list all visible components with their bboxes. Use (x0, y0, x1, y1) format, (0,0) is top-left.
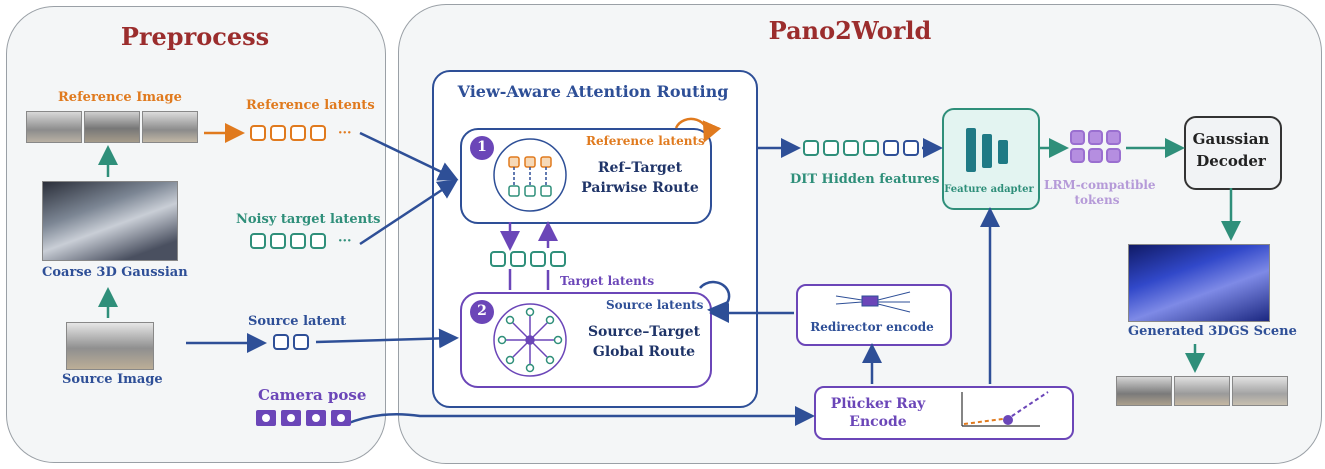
dit-token (903, 140, 919, 156)
reference-latents-label: Reference latents (246, 98, 375, 113)
dit-token (823, 140, 839, 156)
reference-image-1 (26, 111, 82, 143)
route2-self-loop (699, 280, 731, 321)
dit-token (843, 140, 859, 156)
output-image-1 (1116, 376, 1172, 406)
coarse-gaussian-image (42, 181, 178, 261)
noisy-latent-token (290, 233, 306, 249)
generated-3dgs-image (1128, 244, 1270, 322)
route2-title-line2: Global Route (592, 344, 696, 360)
route2-latents-label: Source latents (606, 298, 704, 312)
source-latent-label: Source latent (248, 314, 347, 329)
route1-self-loop (674, 117, 722, 143)
target-latent-token (510, 251, 526, 267)
source-latent-token (293, 334, 309, 350)
plucker-label-line1: Plücker Ray (830, 396, 926, 412)
ref-latent-token (270, 125, 286, 141)
pairwise-route-icon (493, 138, 567, 212)
lrm-token (1106, 130, 1121, 145)
gaussian-decoder-line1: Gaussian (1192, 130, 1270, 148)
generated-scene-label: Generated 3DGS Scene (1128, 324, 1297, 339)
source-image-label: Source Image (62, 372, 163, 387)
source-latent-token (273, 334, 289, 350)
camera-to-plucker-arrow (345, 406, 815, 426)
lrm-token (1088, 130, 1103, 145)
ref-latent-token (290, 125, 306, 141)
route1-badge-num: 1 (477, 139, 487, 155)
ref-latent-token (250, 125, 266, 141)
noisy-latent-token (250, 233, 266, 249)
plucker-label-line2: Encode (849, 414, 907, 430)
camera-pose-icons (256, 410, 351, 426)
lrm-token (1106, 148, 1121, 163)
dit-token (863, 140, 879, 156)
plucker-plot-icon (961, 391, 1049, 427)
redirector-box (796, 284, 952, 346)
noisy-latent-token (310, 233, 326, 249)
output-image-2 (1174, 376, 1230, 406)
target-latent-token (490, 251, 506, 267)
pano2world-title: Pano2World (768, 16, 932, 45)
dit-token (883, 140, 899, 156)
output-image-3 (1232, 376, 1288, 406)
preprocess-title: Preprocess (120, 22, 270, 51)
route2-badge-num: 2 (477, 303, 487, 319)
route1-badge (470, 136, 494, 160)
noisy-ellipsis: ··· (338, 234, 352, 249)
lrm-label-line2: tokens (1074, 193, 1120, 207)
dit-token (803, 140, 819, 156)
global-route-icon (493, 303, 567, 377)
camera-pose-label: Camera pose (258, 386, 367, 404)
gaussian-decoder-box (1184, 116, 1282, 190)
reference-image-2 (84, 111, 140, 143)
route1-title-line2: Pairwise Route (581, 180, 699, 196)
ref-latent-token (310, 125, 326, 141)
feature-adapter-label: Feature adapter (944, 184, 1034, 195)
coarse-gaussian-label: Coarse 3D Gaussian (42, 265, 188, 280)
target-latent-token (530, 251, 546, 267)
reference-image-label: Reference Image (58, 90, 182, 105)
route1-latents-label: Reference latents (586, 134, 705, 148)
noisy-latent-token (270, 233, 286, 249)
source-latent-to-route2 (315, 328, 459, 349)
target-latent-token (550, 251, 566, 267)
route2-title-line1: Source–Target (587, 324, 701, 340)
noisy-target-latents-label: Noisy target latents (236, 212, 381, 227)
adapter-bars-icon (966, 128, 1008, 172)
source-image (66, 322, 154, 370)
route2-badge (470, 300, 494, 324)
lrm-token (1070, 148, 1085, 163)
lrm-token (1088, 148, 1103, 163)
lrm-token (1070, 130, 1085, 145)
ref-ellipsis: ··· (338, 126, 352, 141)
noisy-latents-to-route1 (359, 179, 459, 246)
reference-image-3 (142, 111, 198, 143)
plucker-box (814, 386, 1074, 440)
ref-latents-to-route1 (359, 131, 459, 181)
gaussian-decoder-line2: Decoder (1196, 152, 1266, 170)
redirector-label: Redirector encode (810, 320, 934, 334)
target-latents-label: Target latents (560, 274, 655, 288)
route1-box (460, 128, 712, 224)
route1-title-line1: Ref–Target (597, 160, 683, 176)
lrm-label-line1: LRM-compatible (1044, 178, 1156, 192)
routing-title: View-Aware Attention Routing (457, 82, 729, 101)
dit-hidden-label: DIT Hidden features (790, 172, 940, 187)
redirector-icon (835, 291, 911, 313)
